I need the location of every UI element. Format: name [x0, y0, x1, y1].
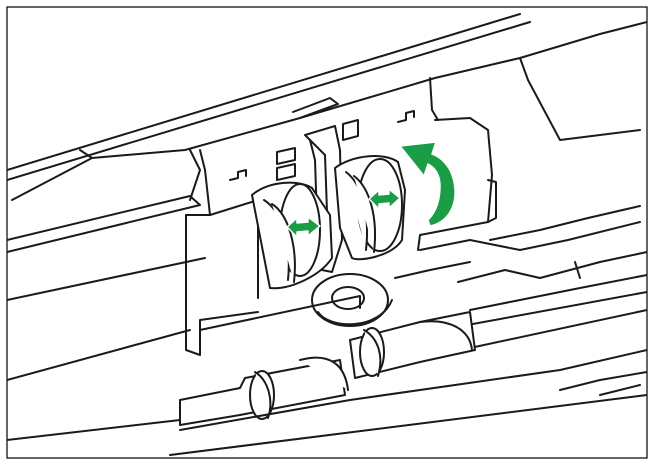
double-headed-arrow-icon	[286, 216, 321, 238]
lower-roller-left	[179, 356, 349, 426]
double-headed-arrow-icon	[368, 188, 401, 210]
right-roller	[334, 155, 406, 261]
scanner-left-body	[7, 149, 206, 381]
scanner-bottom	[7, 349, 647, 456]
shaft-knob	[311, 273, 393, 327]
scanner-right-body	[419, 205, 647, 349]
lower-roller-right	[349, 311, 476, 379]
scanner-top-cover	[7, 13, 647, 201]
curved-up-arrow-icon	[399, 141, 456, 227]
